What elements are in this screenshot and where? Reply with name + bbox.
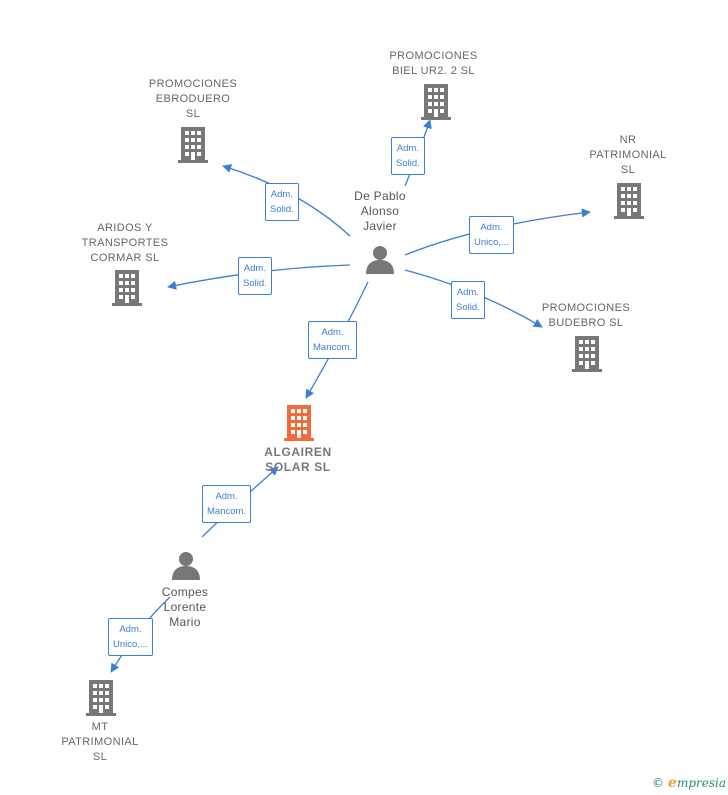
company-label-ebroduero[interactable]: PROMOCIONES EBRODUERO SL (148, 78, 238, 120)
brand-logo-text: mpresia (676, 776, 726, 790)
role-box-mt[interactable]: Adm. Unico,... (108, 618, 153, 656)
person-icon-compes[interactable] (171, 550, 201, 580)
company-label-mt[interactable]: MT PATRIMONIAL SL (61, 721, 139, 763)
building-icon-biel[interactable] (421, 84, 451, 120)
building-icon-mt[interactable] (86, 680, 116, 716)
role-box-budebro[interactable]: Adm. Solid. (451, 281, 485, 319)
building-icon-nr[interactable] (614, 183, 644, 219)
brand-footer: ©empresia (652, 775, 726, 791)
company-label-algairen[interactable]: ALGAIREN SOLAR SL (264, 445, 332, 474)
building-icon-budebro[interactable] (572, 336, 602, 372)
role-box-aridos[interactable]: Adm. Solid. (238, 257, 272, 295)
person-label-compes[interactable]: Compes Lorente Mario (161, 585, 209, 629)
role-box-ebroduero[interactable]: Adm. Solid. (265, 183, 299, 221)
company-label-biel[interactable]: PROMOCIONES BIEL UR2. 2 SL (389, 50, 478, 77)
role-box-algairen-depablo[interactable]: Adm. Mancom. (308, 321, 358, 359)
copyright-symbol: © (652, 776, 665, 790)
person-label-depablo[interactable]: De Pablo Alonso Javier (354, 189, 406, 233)
role-box-algairen-compes[interactable]: Adm. Mancom. (202, 485, 252, 523)
company-label-nr[interactable]: NR PATRIMONIAL SL (589, 134, 667, 176)
person-icon-depablo[interactable] (365, 244, 395, 274)
company-label-aridos[interactable]: ARIDOS Y TRANSPORTES CORMAR SL (81, 222, 169, 264)
brand-logo-initial: e (668, 775, 677, 791)
building-icon-aridos[interactable] (112, 270, 142, 306)
building-icon-ebroduero[interactable] (178, 127, 208, 163)
building-icon-algairen[interactable] (284, 405, 314, 441)
company-label-budebro[interactable]: PROMOCIONES BUDEBRO SL (541, 302, 631, 329)
role-box-biel[interactable]: Adm. Solid. (391, 137, 425, 175)
role-box-nr[interactable]: Adm. Unico,... (469, 216, 514, 254)
